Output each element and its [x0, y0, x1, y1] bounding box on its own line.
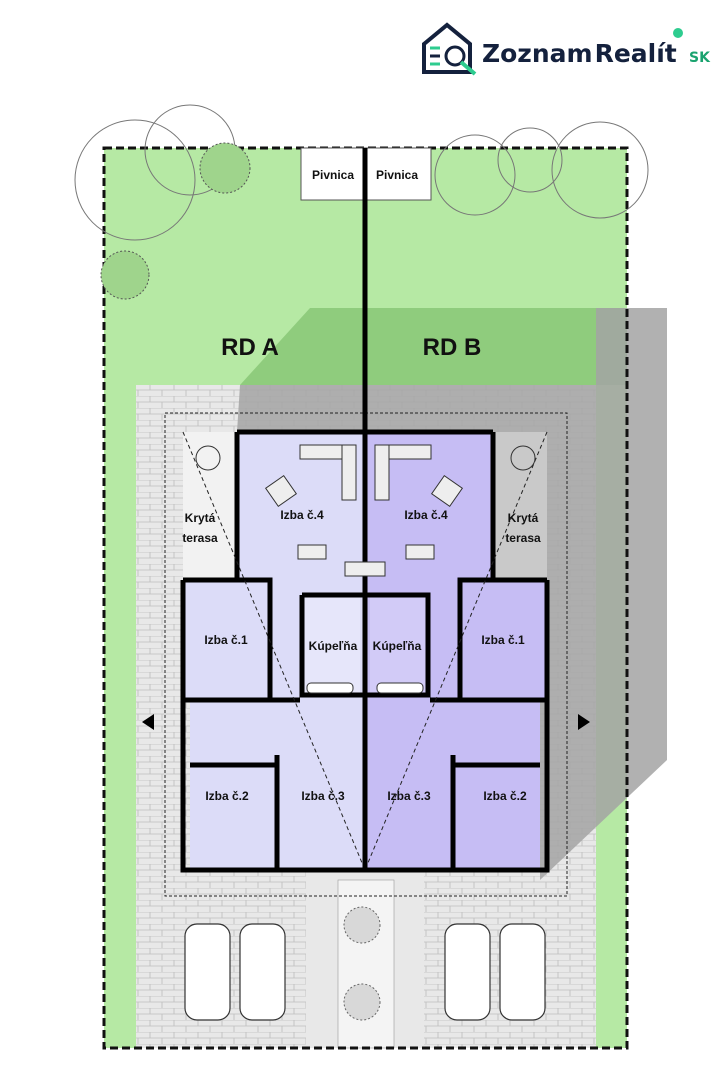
tree-icons [74, 104, 649, 300]
room-b-2-label: Izba č.2 [483, 789, 527, 803]
bush-icons [343, 906, 381, 1021]
house-b [364, 429, 550, 873]
plot-boundary [102, 146, 629, 1050]
logo: ZoznamRealít SK [422, 22, 711, 76]
svg-text:SK: SK [689, 50, 711, 66]
furniture [195, 444, 536, 694]
svg-text:ZoznamRealít: ZoznamRealít [482, 39, 677, 68]
svg-text:Pivnica: Pivnica [312, 168, 354, 182]
room-a-2-label: Izba č.2 [205, 789, 249, 803]
svg-text:Izba č.4: Izba č.4 [280, 508, 324, 522]
room-a-1-label: Izba č.1 [204, 633, 248, 647]
room-b-3-label: Izba č.3 [387, 789, 431, 803]
svg-text:Izba č.1: Izba č.1 [481, 633, 525, 647]
lawn-shadow [240, 308, 627, 385]
room-b-4-label: Izba č.4 [404, 508, 448, 522]
svg-text:terasa: terasa [505, 531, 541, 545]
terrace-b-label-1: Krytá [508, 511, 539, 525]
svg-text:Pivnica: Pivnica [376, 168, 418, 182]
room-b-1-label: Izba č.1 [481, 633, 525, 647]
svg-text:Krytá: Krytá [185, 511, 216, 525]
building-shadow [237, 308, 667, 880]
house-b-label: RD B [423, 334, 482, 361]
entrance-b-arrow-icon [578, 714, 590, 730]
terrace-b-label-2: terasa [505, 531, 541, 545]
bathroom-b-label: Kúpeľňa [373, 639, 422, 653]
cellar-a-label: Pivnica [312, 168, 354, 182]
svg-text:terasa: terasa [182, 531, 218, 545]
svg-text:Kúpeľňa: Kúpeľňa [373, 639, 422, 653]
car-icons [184, 923, 546, 1021]
svg-text:Kúpeľňa: Kúpeľňa [309, 639, 358, 653]
cellar-b [364, 147, 432, 201]
terrace-a-label-1: Krytá [185, 511, 216, 525]
svg-text:Izba č.2: Izba č.2 [483, 789, 527, 803]
svg-text:Izba č.4: Izba č.4 [404, 508, 448, 522]
svg-text:Krytá: Krytá [508, 511, 539, 525]
svg-text:Izba č.1: Izba č.1 [204, 633, 248, 647]
terrace-a-label-2: terasa [182, 531, 218, 545]
svg-text:Izba č.2: Izba č.2 [205, 789, 249, 803]
bathroom-a-label: Kúpeľňa [309, 639, 358, 653]
entrance-a-arrow-icon [142, 714, 154, 730]
cellar-b-label: Pivnica [376, 168, 418, 182]
svg-text:RD A: RD A [221, 334, 279, 361]
room-a-3-label: Izba č.3 [301, 789, 345, 803]
house-a-label: RD A [221, 334, 279, 361]
svg-text:RD B: RD B [423, 334, 482, 361]
svg-text:Izba č.3: Izba č.3 [387, 789, 431, 803]
house-a [180, 429, 366, 873]
svg-text:Izba č.3: Izba č.3 [301, 789, 345, 803]
room-a-4-label: Izba č.4 [280, 508, 324, 522]
